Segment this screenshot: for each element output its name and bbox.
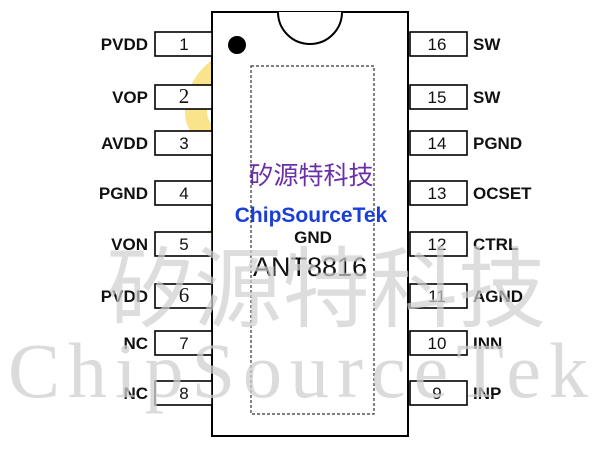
pin-12-label: CTRL (473, 235, 518, 254)
pin-13-label: OCSET (473, 184, 532, 203)
pin-10-label: INN (473, 334, 502, 353)
pin-7-box (154, 330, 213, 356)
pin-9-box (409, 380, 468, 406)
pin-12-number: 12 (428, 235, 447, 254)
pin-6-number: 6 (179, 283, 190, 307)
pin-1: 1 PVDD (101, 31, 213, 57)
pin-8-label: NC (123, 384, 148, 403)
pin-4-number: 4 (179, 184, 188, 203)
pin-15-number: 15 (428, 88, 447, 107)
pin-1-box (154, 31, 213, 57)
pin-16: 16 SW (409, 31, 501, 57)
pin-2: 2 VOP (112, 84, 213, 110)
watermark-cn: 矽源特科技 (106, 238, 546, 341)
center-pad-label: GND (294, 228, 332, 247)
chip-notch (277, 11, 343, 45)
brand-en-label: ChipSourceTek (235, 204, 388, 227)
pin-12-box (409, 231, 468, 257)
pin-3: 3 AVDD (101, 130, 213, 156)
pin-8-box (154, 380, 213, 406)
pin-2-label: VOP (112, 88, 148, 107)
pin-15: 15 SW (409, 84, 501, 110)
pin-3-number: 3 (179, 134, 188, 153)
pin-16-label: SW (473, 35, 501, 54)
pin-2-number: 2 (179, 84, 190, 108)
pin-9-label: INP (473, 384, 501, 403)
pin-6-label: PVDD (101, 287, 148, 306)
exposed-pad (250, 65, 375, 415)
pin-8: 8 NC (123, 380, 213, 406)
pin-10-number: 10 (428, 334, 447, 353)
pin-16-box (409, 31, 468, 57)
pin-10-box (409, 330, 468, 356)
pin-15-box (409, 84, 468, 110)
pin-5: 5 VON (111, 231, 213, 257)
pin-13-number: 13 (428, 184, 447, 203)
pin-13: 13 OCSET (409, 180, 532, 206)
part-number-label: ANT8816 (253, 252, 367, 282)
pin-4-label: PGND (99, 184, 148, 203)
pin-6: 6 PVDD (101, 283, 213, 309)
pin-5-number: 5 (179, 235, 188, 254)
pin-5-label: VON (111, 235, 148, 254)
pin-10: 10 INN (409, 330, 502, 356)
pin-9-number: 9 (432, 384, 441, 403)
pin-1-number: 1 (179, 35, 188, 54)
pin-14: 14 PGND (409, 130, 522, 156)
pin-11-number: 11 (428, 287, 446, 306)
pin-4: 4 PGND (99, 180, 213, 206)
pin-14-number: 14 (428, 134, 447, 153)
pin-13-box (409, 180, 468, 206)
pin-11-label: AGND (473, 287, 523, 306)
pin-7-number: 7 (179, 334, 188, 353)
chip-body-mask (213, 13, 407, 435)
pin-2-box (154, 84, 213, 110)
pin1-marker (228, 36, 246, 54)
pin-1-label: PVDD (101, 35, 148, 54)
pin-11: 11 AGND (409, 283, 523, 309)
brand-cn-label: 矽源特科技 (248, 161, 373, 190)
pin-3-box (154, 130, 213, 156)
pin-6-box (154, 283, 213, 309)
pin-9: 9 INP (409, 380, 501, 406)
pin-15-label: SW (473, 88, 501, 107)
watermark-en: ChipSourceTek (8, 327, 596, 414)
pin-14-box (409, 130, 468, 156)
pin-3-label: AVDD (101, 134, 148, 153)
pin-4-box (154, 180, 213, 206)
pin-11-box (409, 283, 468, 309)
pin-5-box (154, 231, 213, 257)
pin-12: 12 CTRL (409, 231, 518, 257)
pin-7-label: NC (123, 334, 148, 353)
pin-7: 7 NC (123, 330, 213, 356)
pin-8-number: 8 (179, 384, 188, 403)
pin-14-label: PGND (473, 134, 522, 153)
pin-16-number: 16 (428, 35, 447, 54)
